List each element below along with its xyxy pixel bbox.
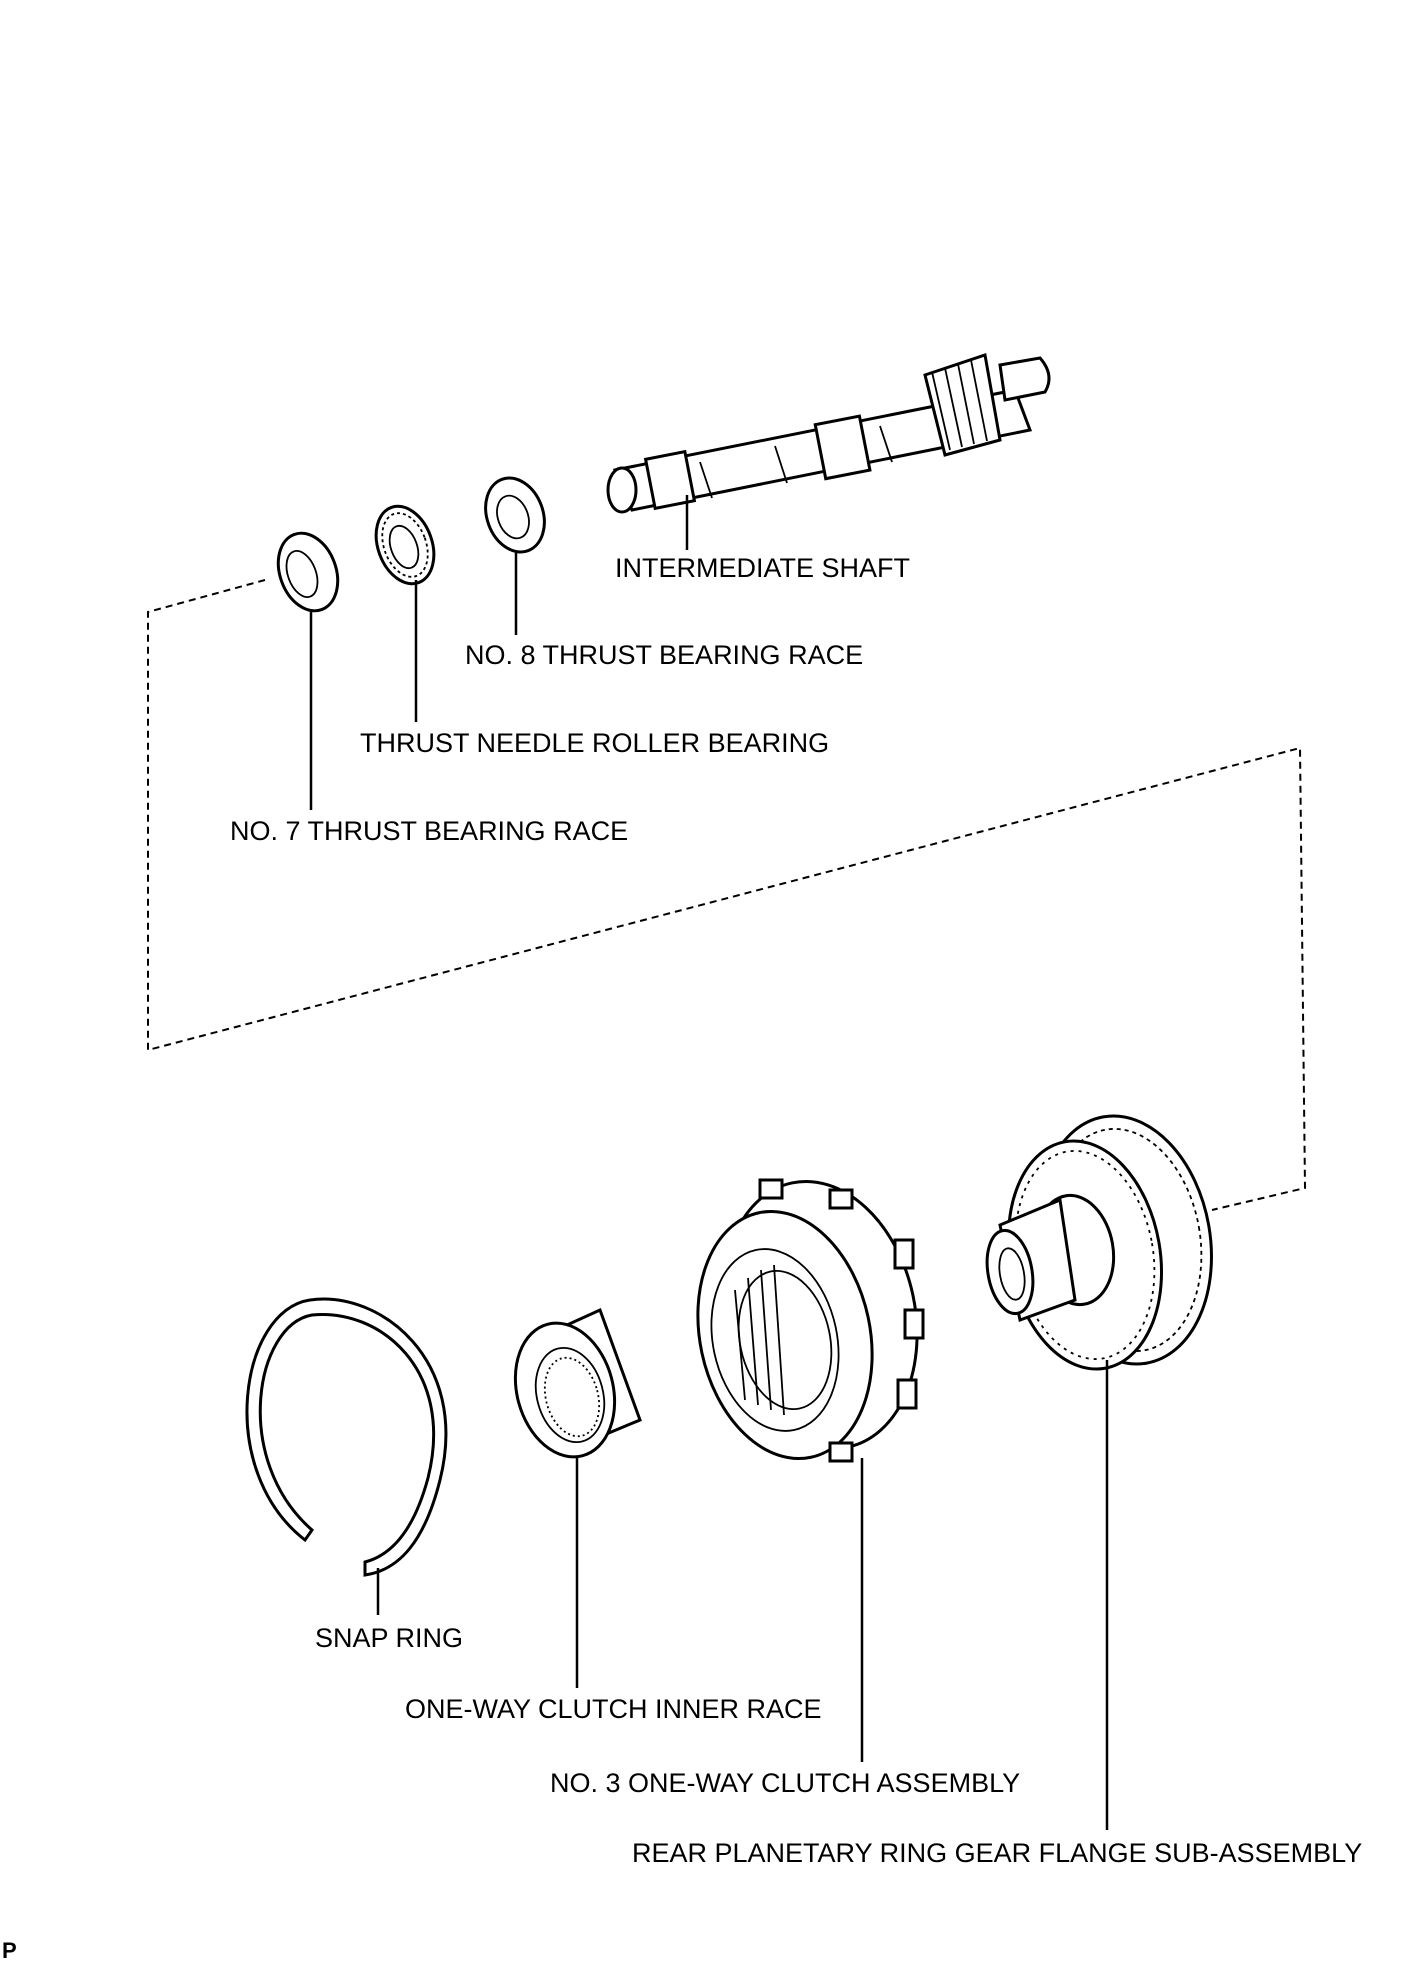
intermediate-shaft-part [606, 353, 1051, 514]
rear-planetary-ring-gear-flange-part [985, 1114, 1213, 1371]
no3-one-way-clutch-assembly-part [696, 1178, 925, 1463]
assembly-guide-lines [147, 579, 1307, 1211]
label-intermediate-shaft: INTERMEDIATE SHAFT [615, 553, 910, 583]
thrust-needle-roller-bearing-part [374, 504, 436, 586]
corner-mark: P [2, 1938, 17, 1963]
no7-thrust-bearing-race-part [276, 531, 340, 613]
one-way-clutch-inner-race-part [513, 1307, 642, 1459]
snap-ring-part [245, 1297, 448, 1577]
label-one-way-clutch-inner-race: ONE-WAY CLUTCH INNER RACE [405, 1694, 822, 1724]
label-rear-planetary-ring-gear-flange: REAR PLANETARY RING GEAR FLANGE SUB-ASSE… [632, 1838, 1362, 1868]
label-snap-ring: SNAP RING [315, 1623, 463, 1653]
label-no3-one-way-clutch-assembly: NO. 3 ONE-WAY CLUTCH ASSEMBLY [550, 1768, 1020, 1798]
label-no7-thrust-bearing-race: NO. 7 THRUST BEARING RACE [230, 816, 628, 846]
leader-lines [309, 495, 1109, 1830]
label-thrust-needle-roller-bearing: THRUST NEEDLE ROLLER BEARING [360, 728, 829, 758]
label-no8-thrust-bearing-race: NO. 8 THRUST BEARING RACE [465, 640, 863, 670]
no8-thrust-bearing-race-part [484, 476, 546, 554]
